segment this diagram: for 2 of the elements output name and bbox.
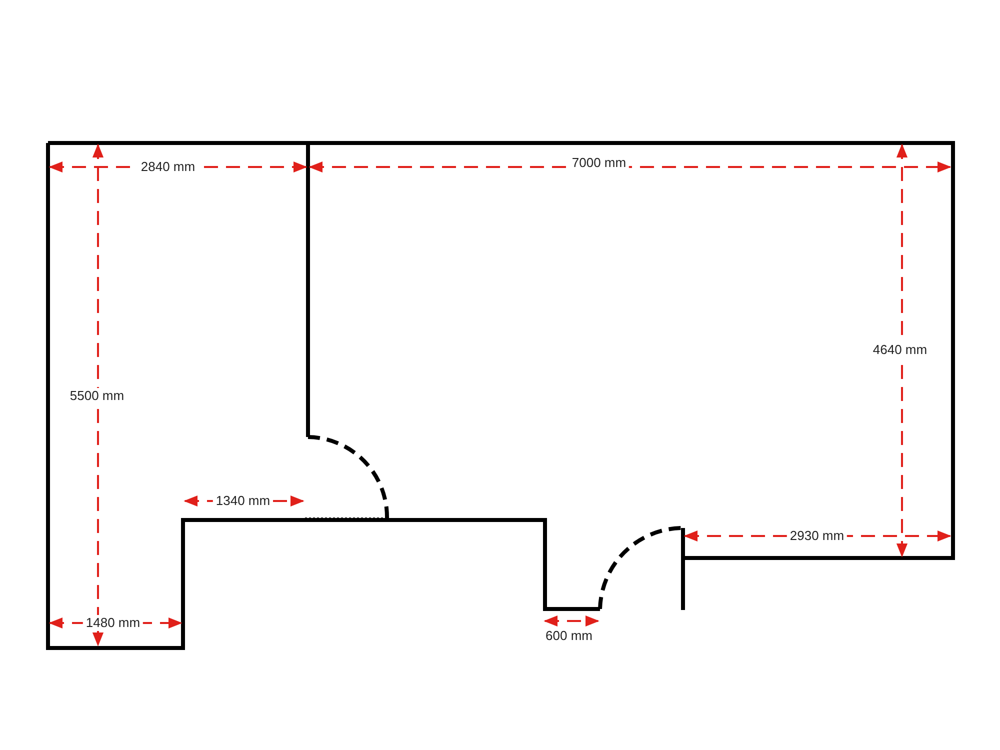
dimension-label: 1480 mm xyxy=(82,615,144,631)
dimension-label: 600 mm xyxy=(544,628,594,644)
